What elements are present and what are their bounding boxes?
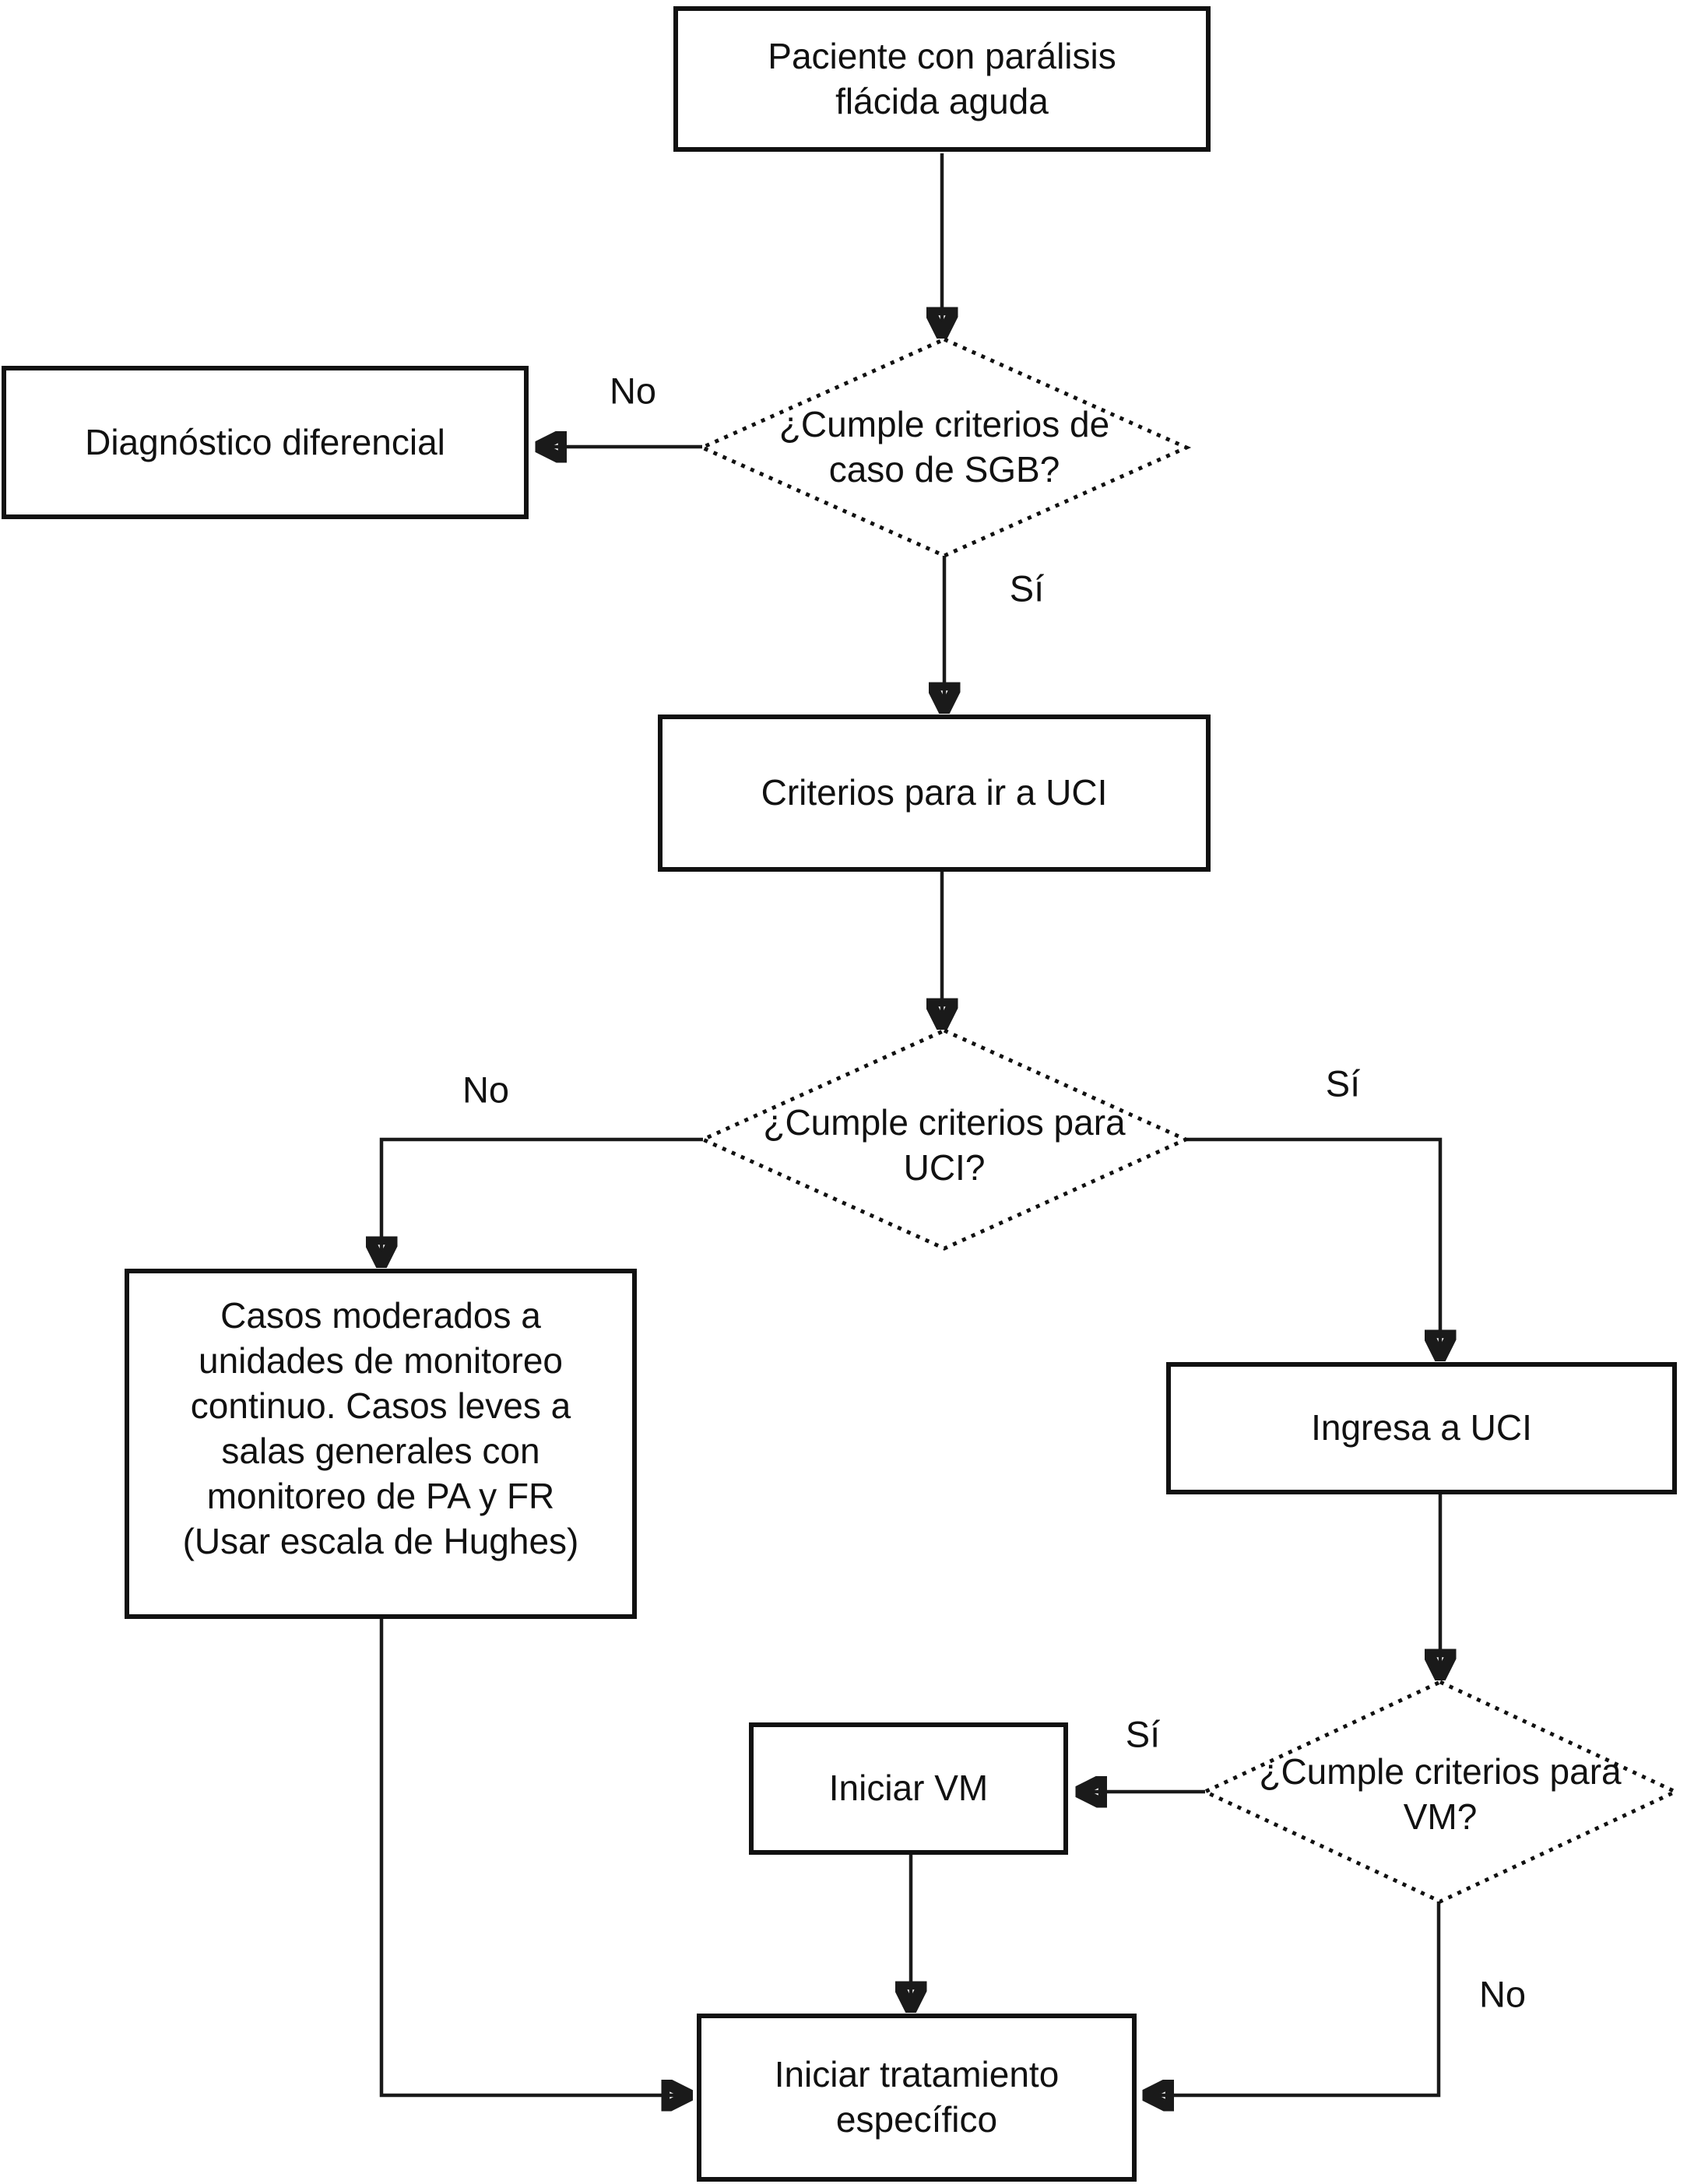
uci-decision-diamond	[698, 1028, 1191, 1251]
edge-label-yes-vm: Sí	[1125, 1713, 1161, 1755]
differential-diagnosis-node: Diagnóstico diferencial	[2, 366, 529, 519]
treatment-node: Iniciar tratamiento específico	[697, 2014, 1137, 2182]
vm-decision-diamond	[1200, 1680, 1680, 1904]
connector-uci-yes-to-admit-uci	[1186, 1137, 1440, 1356]
admit-uci-label: Ingresa a UCI	[1311, 1407, 1532, 1448]
start-vm-label: Iniciar VM	[828, 1768, 989, 1809]
connector-vm-no-to-treatment	[1148, 1901, 1441, 2095]
edge-label-yes-uci: Sí	[1325, 1062, 1361, 1104]
admit-uci-node: Ingresa a UCI	[1166, 1362, 1677, 1494]
start-node: Paciente con parálisis flácida aguda	[673, 6, 1211, 152]
start-node-label: Paciente con parálisis flácida aguda	[768, 35, 1116, 121]
connector-moderate-cases-to-treatment	[379, 1619, 687, 2095]
moderate-cases-node: Casos moderados a unidades de monitoreo …	[125, 1269, 637, 1619]
moderate-cases-label: Casos moderados a unidades de monitoreo …	[182, 1295, 579, 1561]
edge-label-no-vm: No	[1478, 1973, 1527, 2015]
connector-uci-no-to-moderate-cases	[381, 1137, 703, 1262]
edge-label-no-sgb: No	[609, 370, 657, 412]
uci-criteria-label: Criterios para ir a UCI	[761, 772, 1108, 813]
treatment-label: Iniciar tratamiento específico	[774, 2054, 1060, 2140]
differential-diagnosis-label: Diagnóstico diferencial	[85, 421, 445, 462]
edge-label-no-uci: No	[462, 1069, 510, 1111]
uci-criteria-node: Criterios para ir a UCI	[658, 715, 1211, 872]
start-vm-node: Iniciar VM	[749, 1722, 1068, 1855]
sgb-decision-diamond	[697, 337, 1192, 558]
edge-label-yes-sgb: Sí	[1009, 567, 1045, 609]
